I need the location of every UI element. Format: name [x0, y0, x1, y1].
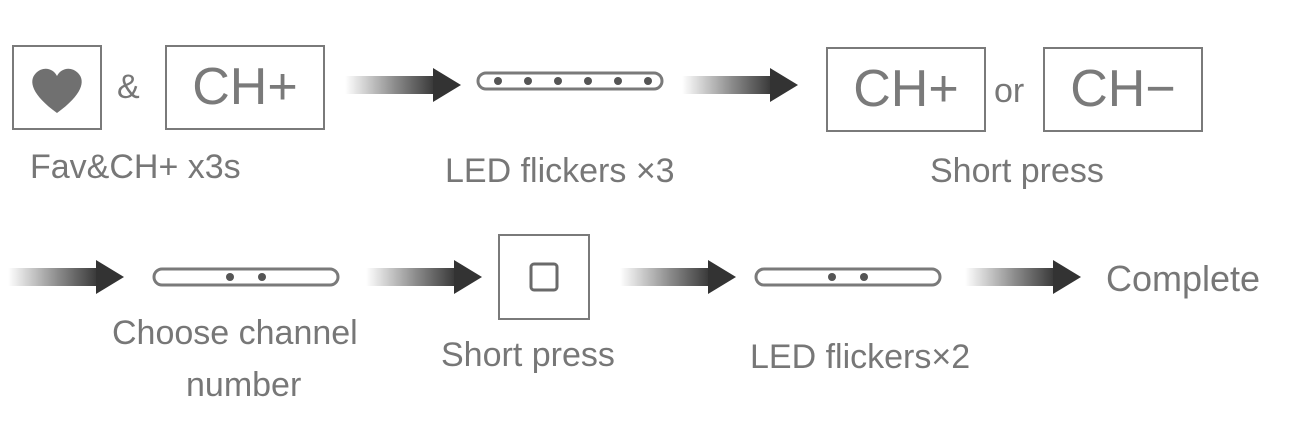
- arrow-icon: [682, 68, 798, 102]
- led-dot: [614, 77, 622, 85]
- led-dot: [226, 273, 234, 281]
- step3-caption: Short press: [930, 152, 1104, 190]
- arrow-icon: [345, 68, 461, 102]
- step5-caption: Short press: [441, 336, 615, 374]
- arrow-icon: [8, 260, 124, 294]
- led-dot: [828, 273, 836, 281]
- led-dot: [644, 77, 652, 85]
- arrow-icon: [620, 260, 736, 294]
- or-label: or: [994, 72, 1025, 110]
- step4-caption-line2: number: [186, 366, 302, 404]
- led-bar-six: [476, 71, 664, 91]
- ch-minus-key: CH−: [1043, 47, 1203, 132]
- complete-label: Complete: [1106, 258, 1261, 299]
- arrow-icon: [366, 260, 482, 294]
- led-bar-two-b: [754, 267, 942, 287]
- heart-icon: [32, 68, 82, 113]
- ch-plus-label: CH+: [192, 58, 298, 116]
- ch-plus-key-2: CH+: [826, 47, 986, 132]
- step4-caption-line1: Choose channel: [112, 314, 358, 352]
- led-dot: [258, 273, 266, 281]
- led-dot: [494, 77, 502, 85]
- step2-caption: LED flickers ×3: [445, 152, 675, 190]
- led-dot: [554, 77, 562, 85]
- step1-caption: Fav&CH+ x3s: [30, 148, 241, 186]
- ch-plus-key: CH+: [165, 45, 325, 130]
- led-dot: [524, 77, 532, 85]
- led-dot: [584, 77, 592, 85]
- led-bar-two: [152, 267, 340, 287]
- led-dot: [860, 273, 868, 281]
- fav-key: [12, 45, 102, 130]
- ch-minus-label: CH−: [1070, 60, 1176, 118]
- ch-plus-label-2: CH+: [853, 60, 959, 118]
- arrow-icon: [965, 260, 1081, 294]
- step6-caption: LED flickers×2: [750, 338, 971, 376]
- square-key: [498, 234, 590, 320]
- square-button-icon: [529, 262, 559, 292]
- ampersand: &: [117, 68, 140, 106]
